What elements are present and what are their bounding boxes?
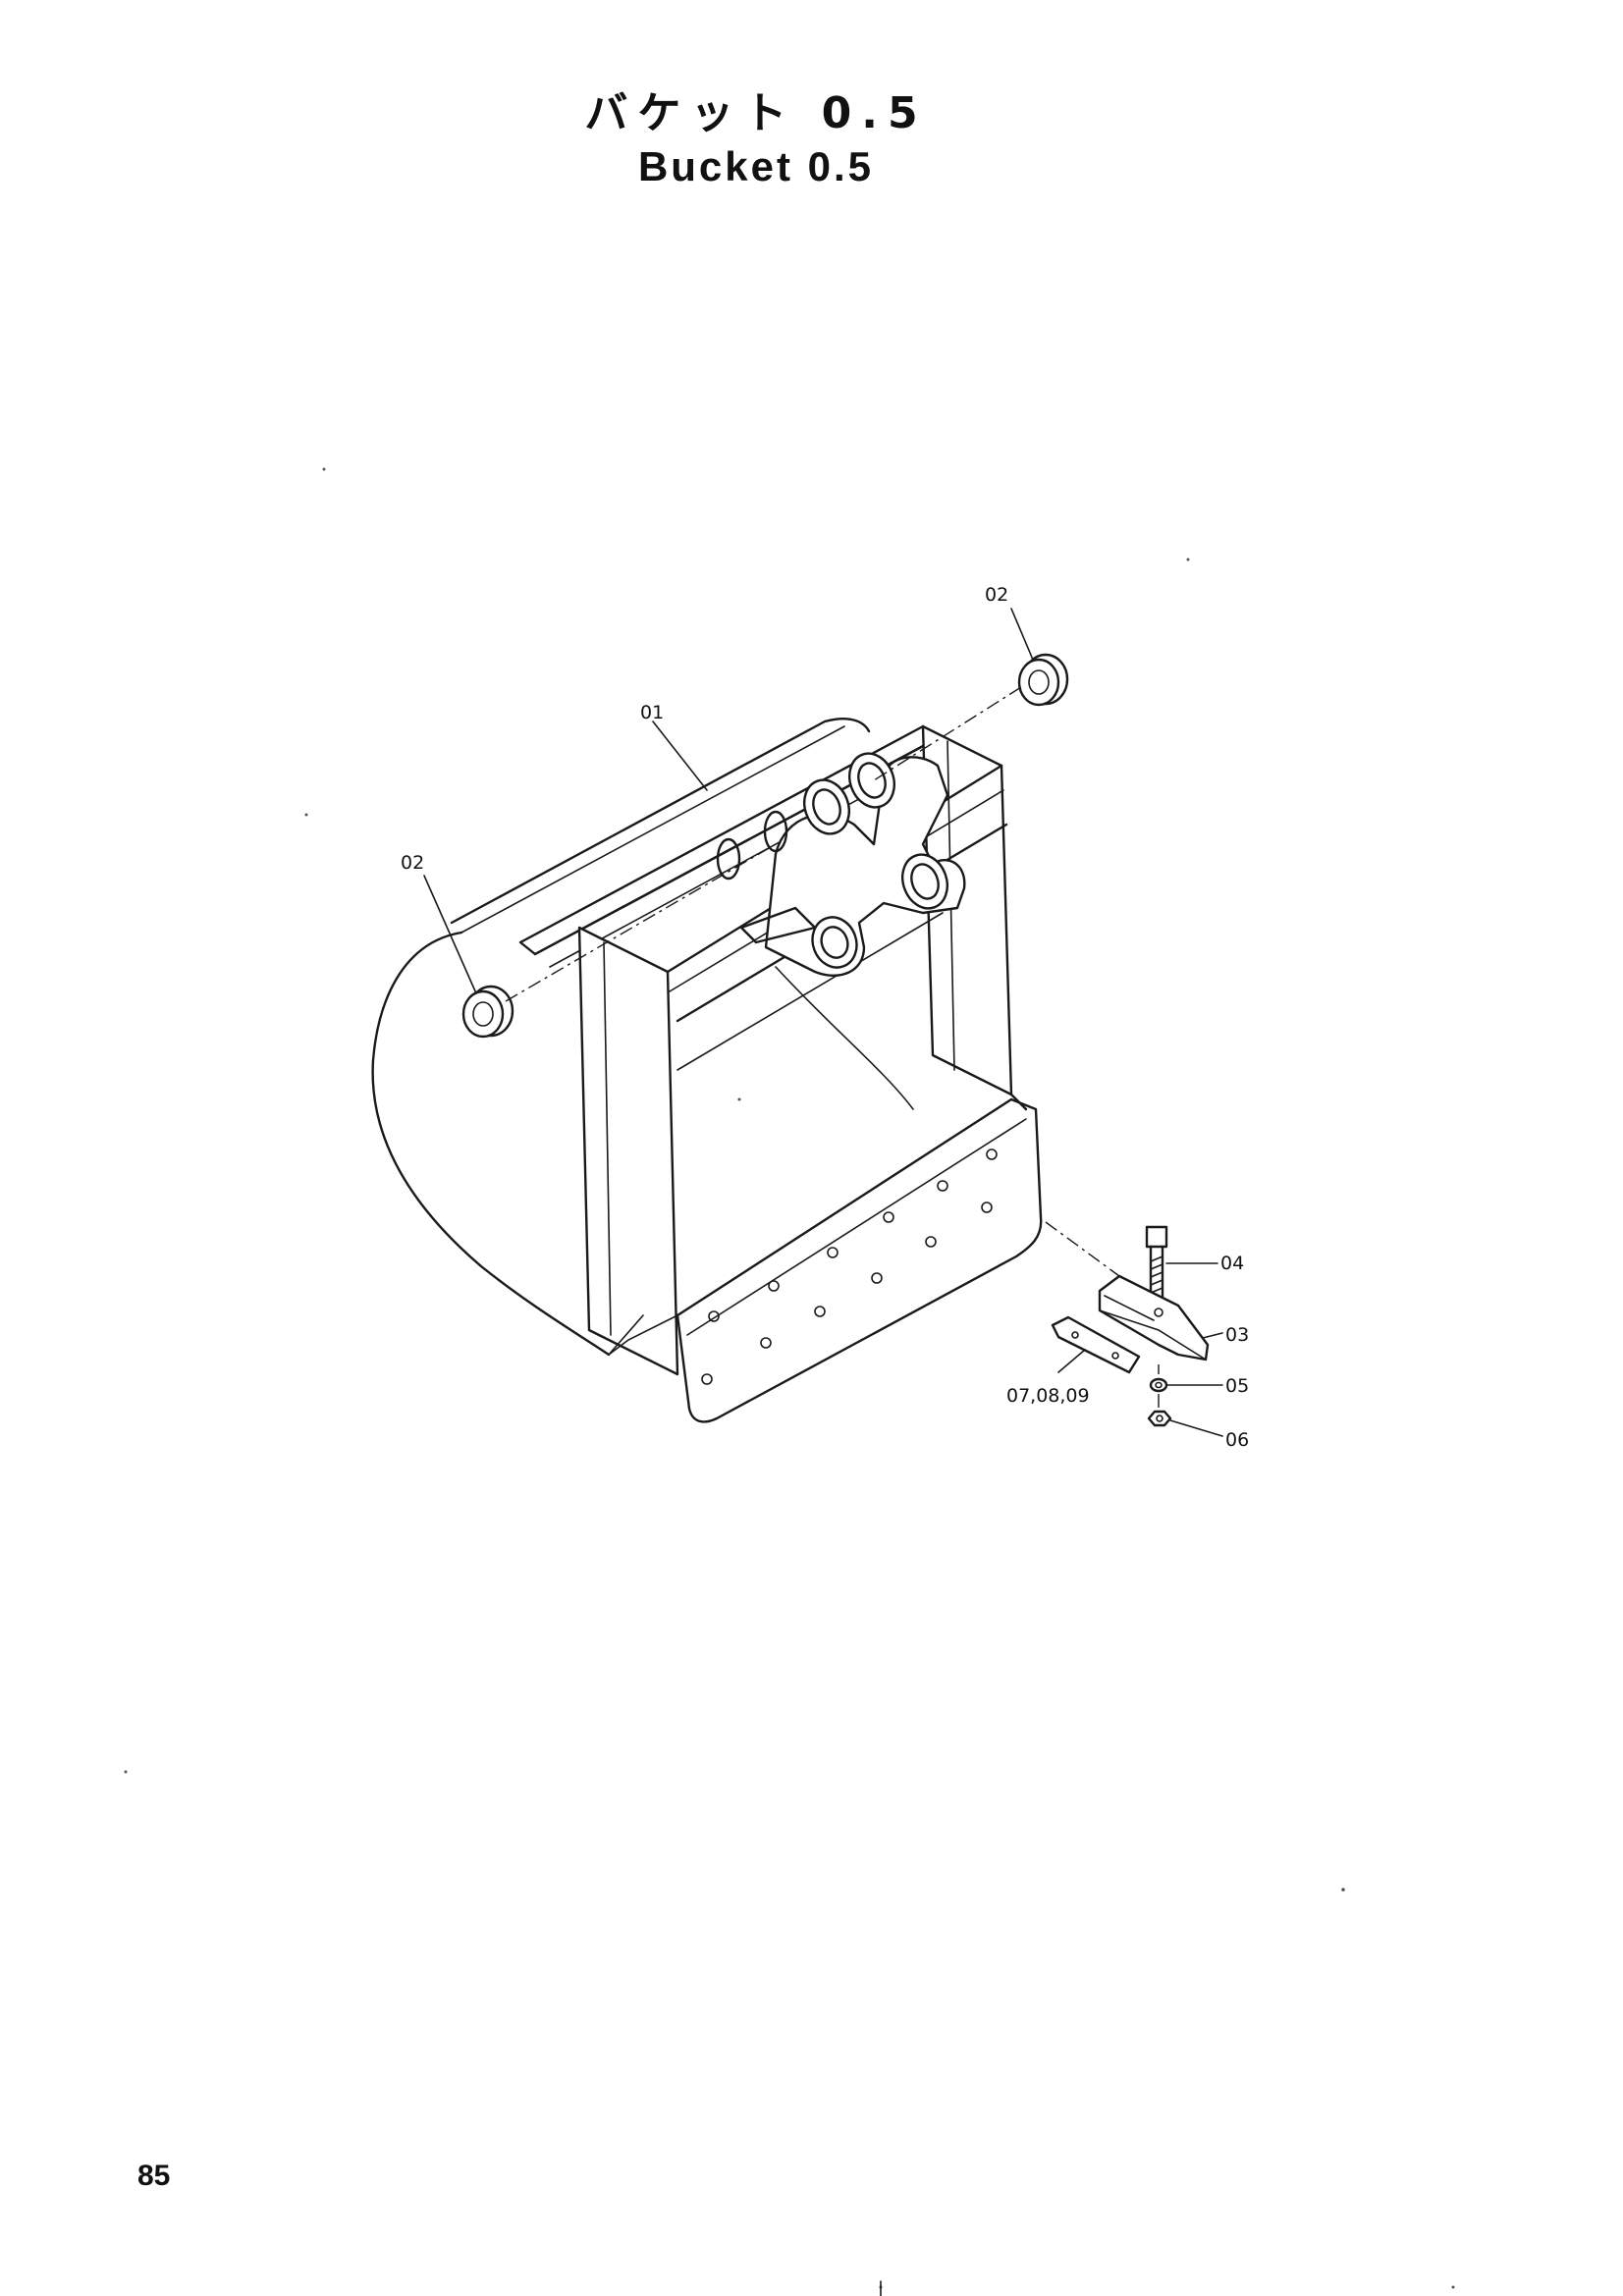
title-english: Bucket 0.5: [637, 143, 875, 189]
callout-bucket: 01: [640, 702, 664, 723]
scan-specks: [124, 467, 1455, 2296]
floor-bolt-holes: [701, 1148, 998, 1385]
bushing-right: [1017, 653, 1069, 707]
callout-side-cutter: 07,08,09: [1006, 1385, 1090, 1407]
callout-bushing-right: 02: [985, 584, 1008, 606]
callout-tooth: 03: [1225, 1324, 1249, 1346]
tooth-assembly: [1098, 1225, 1210, 1427]
bucket-body: [371, 718, 1043, 1423]
bushing-left: [461, 985, 514, 1039]
callout-bushing-left: 02: [401, 852, 424, 874]
title-japanese: バケット 0.5: [584, 88, 928, 138]
callout-washer: 05: [1225, 1375, 1249, 1397]
leader-lines: [423, 608, 1223, 1437]
side-cutter: [1051, 1315, 1141, 1374]
page-number: 85: [137, 2160, 171, 2192]
callout-bolt: 04: [1220, 1253, 1244, 1274]
mounting-bracket: [716, 752, 966, 977]
callout-nut: 06: [1225, 1429, 1249, 1451]
title-block: バケット 0.5 Bucket 0.5: [550, 86, 962, 192]
